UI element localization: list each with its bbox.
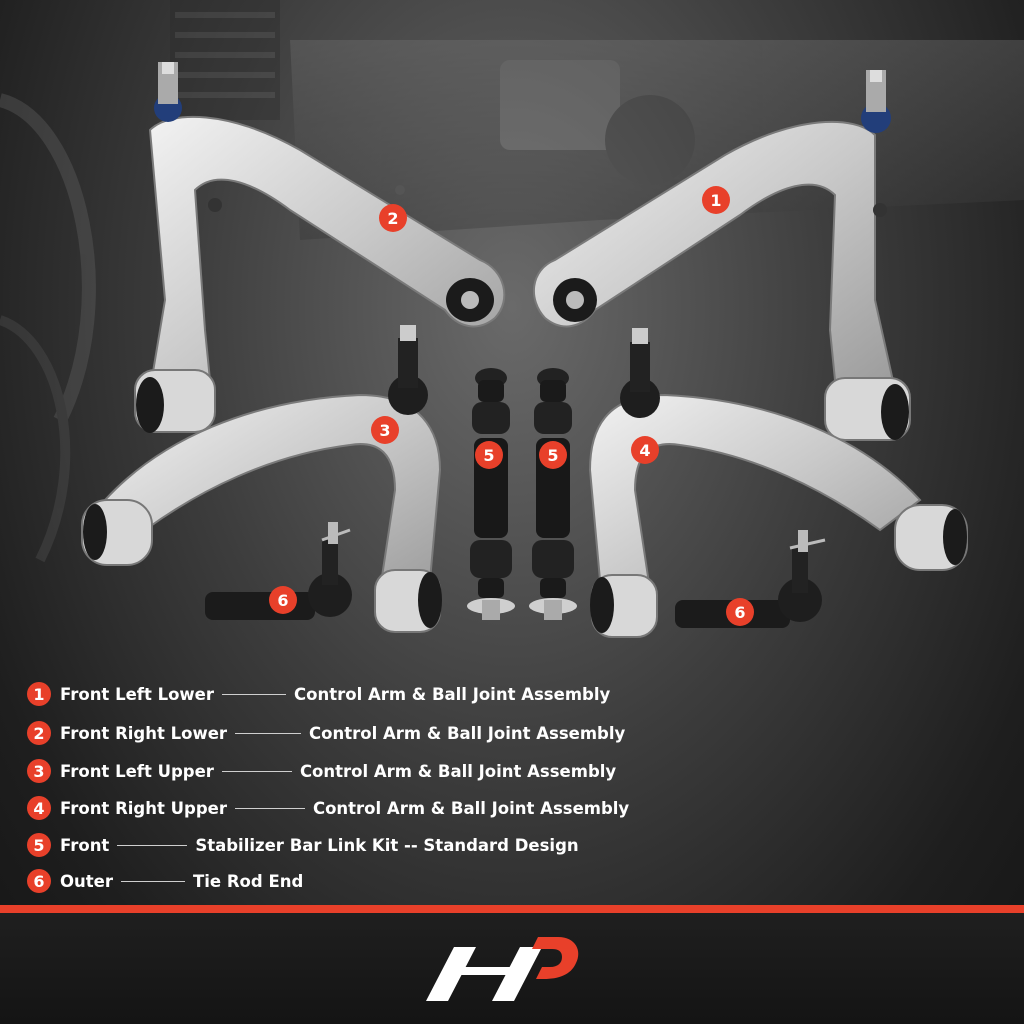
legend-item-3: 3 Front Left Upper Control Arm & Ball Jo… bbox=[27, 758, 616, 784]
accent-divider bbox=[0, 905, 1024, 913]
legend-description: Control Arm & Ball Joint Assembly bbox=[312, 798, 630, 818]
callout-1: 1 bbox=[702, 186, 730, 214]
legend-description: Tie Rod End bbox=[193, 871, 304, 891]
callout-5-right: 5 bbox=[539, 441, 567, 469]
legend-item-6: 6 Outer Tie Rod End bbox=[27, 868, 303, 894]
stabilizer-link-left bbox=[467, 368, 515, 620]
legend-number-badge: 4 bbox=[27, 796, 51, 820]
legend-position: Front Left Upper bbox=[60, 761, 214, 781]
legend-position: Front Left Lower bbox=[60, 684, 215, 704]
legend-number-badge: 1 bbox=[27, 682, 51, 706]
legend-connector-line bbox=[117, 844, 188, 846]
svg-text:4: 4 bbox=[639, 441, 650, 460]
legend-item-1: 1 Front Left Lower Control Arm & Ball Jo… bbox=[27, 681, 610, 707]
legend-item-4: 4 Front Right Upper Control Arm & Ball J… bbox=[27, 795, 629, 821]
legend-connector-line bbox=[234, 807, 305, 809]
svg-text:6: 6 bbox=[734, 603, 745, 622]
callout-2: 2 bbox=[379, 204, 407, 232]
control-arm-front-right-lower bbox=[134, 62, 506, 433]
svg-text:6: 6 bbox=[277, 591, 288, 610]
a-premium-logo-icon bbox=[426, 937, 579, 1001]
parts-illustration: 1 2 3 4 5 5 6 6 bbox=[0, 12, 1024, 638]
legend-item-2: 2 Front Right Lower Control Arm & Ball J… bbox=[27, 720, 625, 746]
legend-position: Front Right Lower bbox=[60, 723, 228, 743]
legend-description: Stabilizer Bar Link Kit -- Standard Desi… bbox=[195, 835, 579, 855]
legend-number-badge: 3 bbox=[27, 759, 51, 783]
callout-4: 4 bbox=[631, 436, 659, 464]
legend-position: Front Right Upper bbox=[60, 798, 227, 818]
legend-item-5: 5 Front Stabilizer Bar Link Kit -- Stand… bbox=[27, 832, 579, 858]
callout-6-right: 6 bbox=[726, 598, 754, 626]
legend-description: Control Arm & Ball Joint Assembly bbox=[309, 723, 626, 743]
legend-connector-line bbox=[121, 880, 185, 882]
legend-description: Control Arm & Ball Joint Assembly bbox=[299, 761, 617, 781]
legend-connector-line bbox=[222, 693, 287, 695]
legend-position: Outer bbox=[60, 871, 113, 891]
control-arm-front-left-lower bbox=[532, 70, 911, 441]
callout-3: 3 bbox=[371, 416, 399, 444]
svg-text:1: 1 bbox=[710, 191, 721, 210]
svg-text:5: 5 bbox=[547, 446, 558, 465]
legend-connector-line bbox=[235, 732, 302, 734]
legend-description: Control Arm & Ball Joint Assembly bbox=[294, 684, 611, 704]
svg-text:5: 5 bbox=[483, 446, 494, 465]
callout-6-left: 6 bbox=[269, 586, 297, 614]
callout-5-left: 5 bbox=[475, 441, 503, 469]
legend-position: Front bbox=[60, 835, 110, 855]
stabilizer-link-right bbox=[529, 368, 577, 620]
svg-text:2: 2 bbox=[387, 209, 398, 228]
legend-number-badge: 2 bbox=[27, 721, 51, 745]
control-arm-front-right-upper bbox=[588, 328, 968, 638]
svg-text:3: 3 bbox=[379, 421, 390, 440]
legend-number-badge: 5 bbox=[27, 833, 51, 857]
control-arm-front-left-upper bbox=[81, 325, 442, 633]
legend-number-badge: 6 bbox=[27, 869, 51, 893]
legend-connector-line bbox=[221, 770, 292, 772]
